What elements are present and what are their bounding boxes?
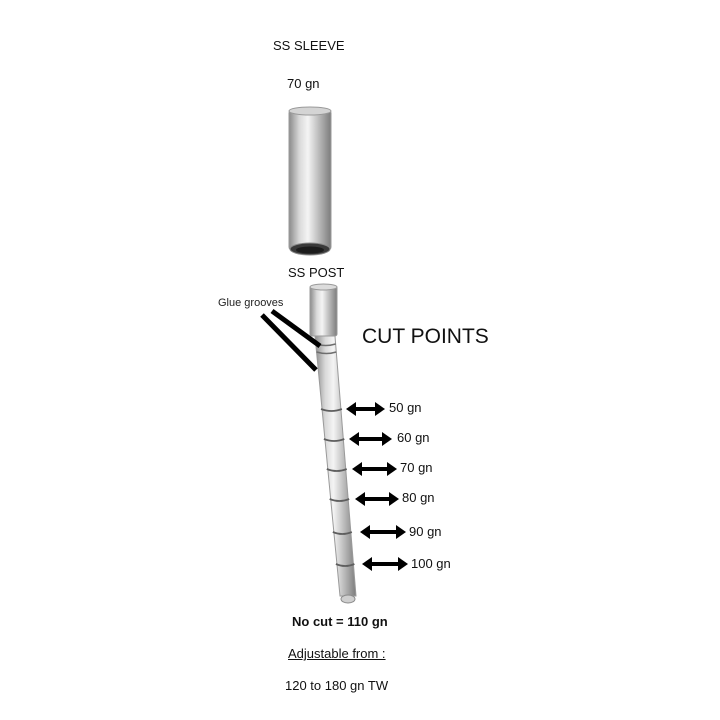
double-arrow (362, 557, 408, 571)
cut-point-label-70: 70 gn (400, 460, 433, 475)
cut-groove-ring (332, 531, 353, 535)
double-arrow (352, 462, 397, 476)
sleeve-image (288, 106, 332, 256)
cut-groove-ring (320, 408, 343, 412)
cut-grooves (320, 408, 355, 567)
cut-point-label-100: 100 gn (411, 556, 451, 571)
cut-point-label-80: 80 gn (402, 490, 435, 505)
cut-point-label-60: 60 gn (397, 430, 430, 445)
cut-groove-ring (323, 438, 345, 442)
cut-groove-ring (326, 468, 348, 472)
double-arrow (346, 402, 385, 416)
weight-range: 120 to 180 gn TW (285, 678, 389, 693)
post-image (309, 283, 357, 604)
sleeve-weight: 70 gn (287, 76, 320, 91)
cut-point-arrows (346, 402, 408, 571)
glue-groove-ring (316, 351, 337, 355)
post-title: SS POST (288, 265, 345, 280)
sleeve-title: SS SLEEVE (273, 38, 345, 53)
glue-grooves-label: Glue grooves (218, 297, 284, 309)
double-arrow (355, 492, 399, 506)
double-arrow (360, 525, 406, 539)
cut-point-label-90: 90 gn (409, 524, 442, 539)
cut-points-title: CUT POINTS (362, 325, 489, 348)
glue-pointer-line-2 (260, 313, 318, 372)
adjustable-heading: Adjustable from : (288, 646, 386, 661)
cut-groove-ring (329, 498, 350, 502)
cut-groove-ring (335, 563, 355, 567)
double-arrow (349, 432, 392, 446)
cut-point-label-50: 50 gn (389, 400, 422, 415)
no-cut-note: No cut = 110 gn (292, 614, 388, 629)
glue-pointer-line-1 (270, 308, 322, 349)
